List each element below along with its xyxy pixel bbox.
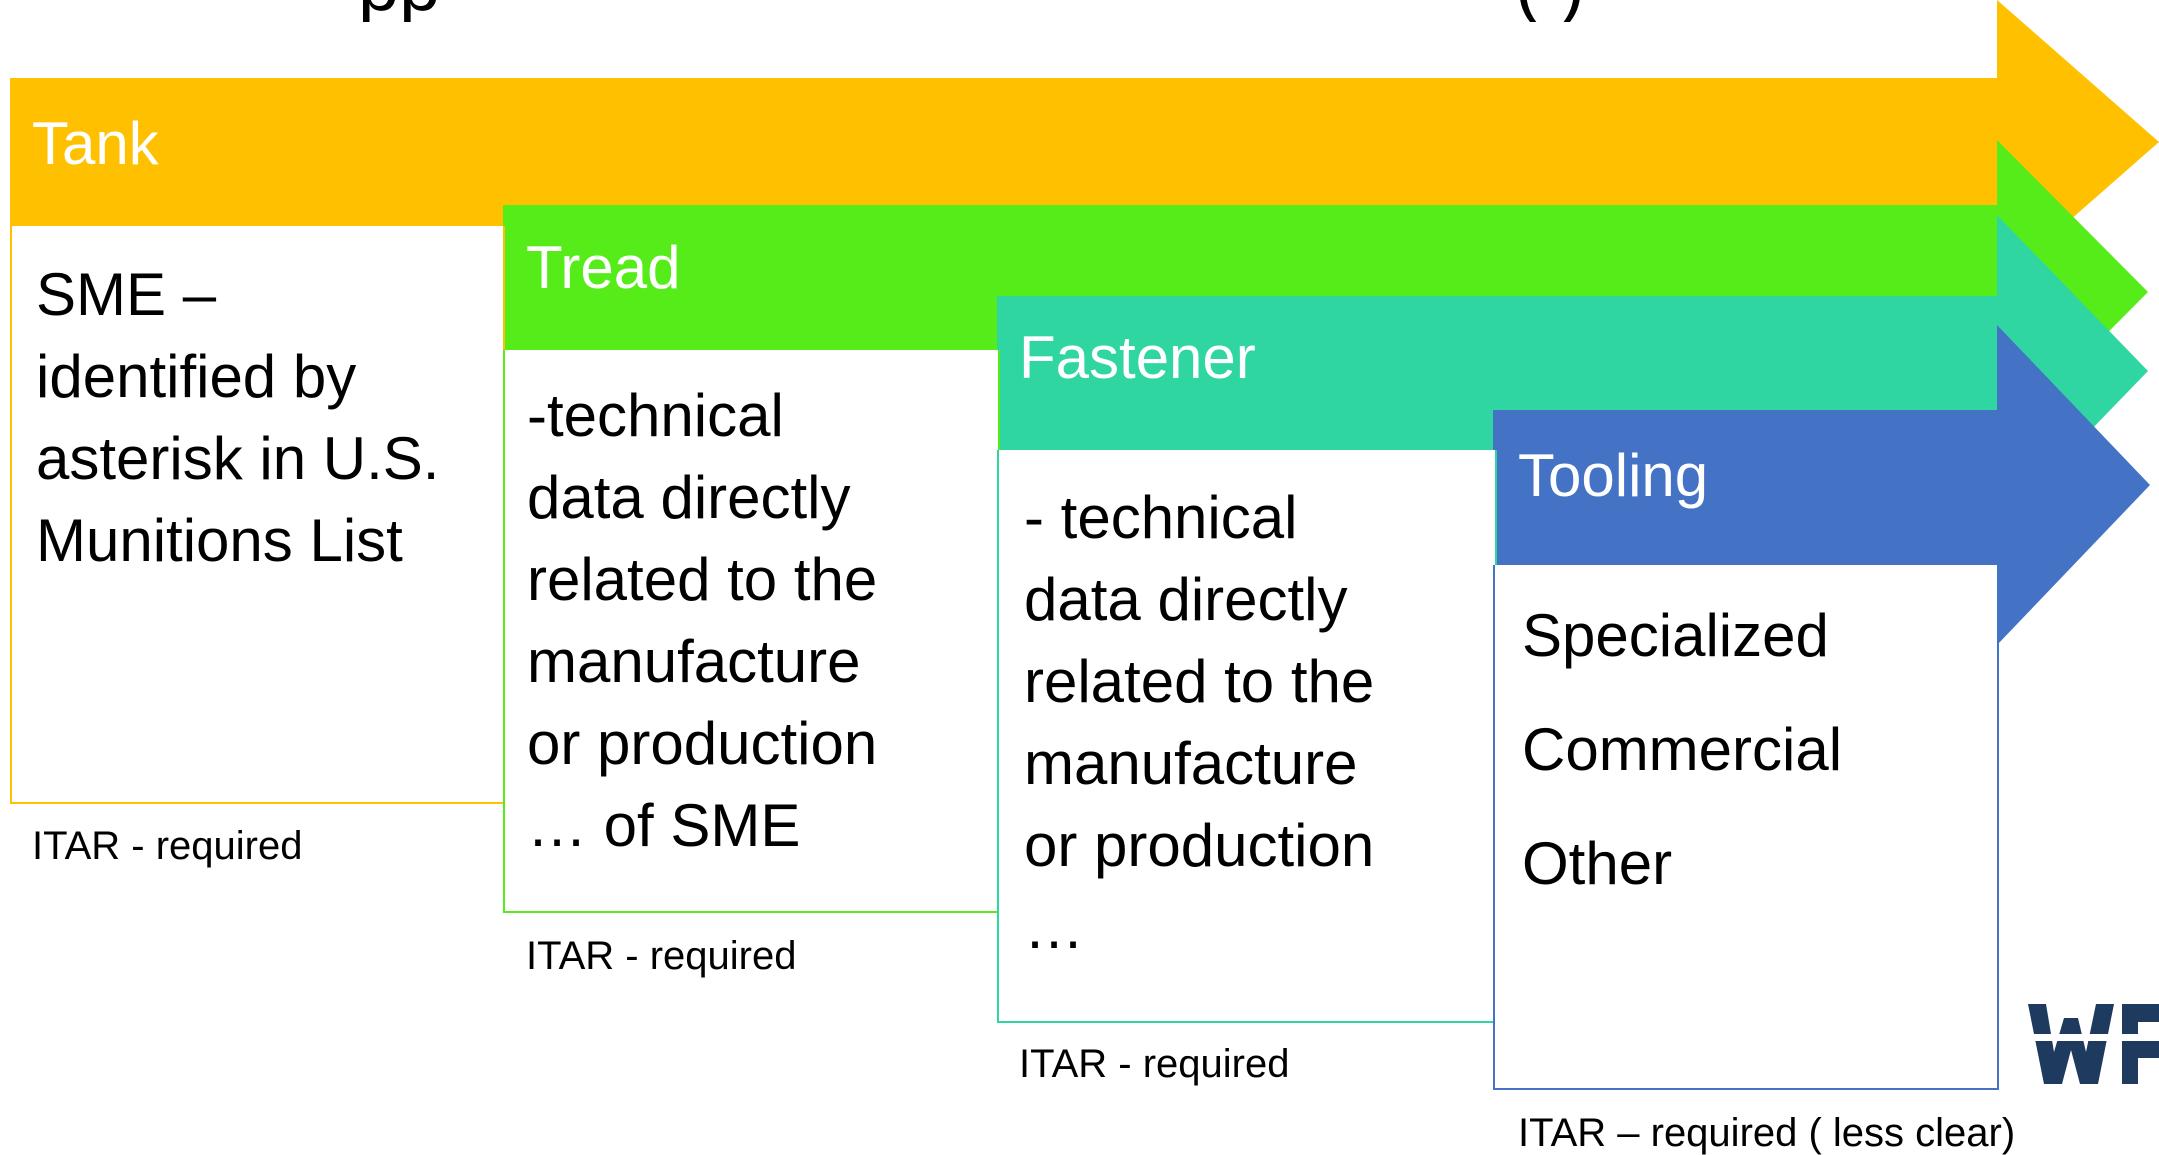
tread-label: Tread [526,234,681,301]
fastener-label: Fastener [1019,324,1256,391]
tread-body-box: -technical data directly related to the … [503,350,1000,913]
wp-logo [2020,1004,2159,1084]
fastener-body-box: - technical data directly related to the… [997,450,1497,1023]
tank-note: ITAR - required [32,824,303,868]
title-right-fragment: ( ) [1515,0,1585,22]
tread-arrow [503,140,2148,444]
fastener-note: ITAR - required [1019,1042,1290,1086]
tooling-body-box: Specialized Commercial Other [1493,565,1999,1090]
fastener-body-text: - technical data directly related to the… [1024,484,1375,961]
tooling-note: ITAR – required ( less clear) [1518,1111,2016,1155]
tank-body-box: SME – identified by asterisk in U.S. Mun… [10,226,505,804]
title-left-fragment: pp [358,0,440,22]
tank-label: Tank [32,110,159,177]
tread-note: ITAR - required [526,934,797,978]
slide-title: pp ( ) [0,0,2159,22]
tank-body-text: SME – identified by asterisk in U.S. Mun… [36,261,440,574]
tooling-body-text: Specialized Commercial Other [1522,602,1843,897]
tread-body-text: -technical data directly related to the … [527,382,878,859]
tooling-label: Tooling [1518,442,1709,509]
